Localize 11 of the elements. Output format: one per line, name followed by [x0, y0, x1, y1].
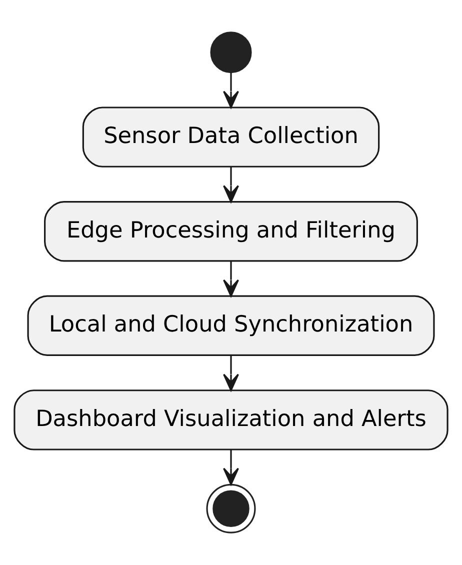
arrow [223, 261, 239, 297]
arrow [223, 450, 239, 486]
node-box: Edge Processing and Filtering [44, 201, 418, 262]
node-circle [206, 484, 256, 534]
arrow [223, 72, 239, 108]
arrow [223, 356, 239, 392]
node-box: Sensor Data Collection [82, 106, 380, 168]
node-box: Dashboard Visualization and Alerts [14, 390, 448, 450]
node-box: Local and Cloud Synchronization [27, 295, 435, 356]
arrow [223, 166, 239, 203]
node-circle [210, 32, 252, 74]
